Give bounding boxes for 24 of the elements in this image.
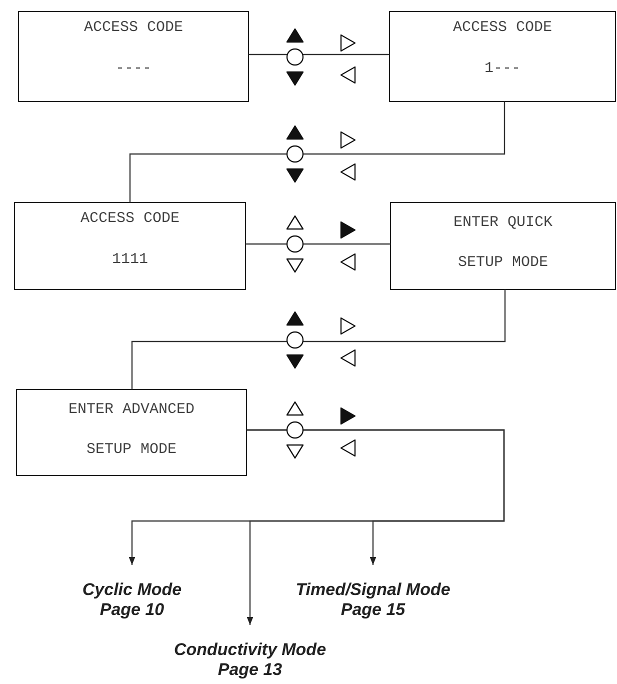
reference-text: Cyclic Mode: [81, 580, 183, 600]
reference-text: Timed/Signal Mode: [294, 580, 452, 600]
display-heading: ACCESS CODE: [452, 19, 554, 36]
reference-text: Page 13: [216, 660, 284, 680]
display-heading: ACCESS CODE: [82, 19, 184, 36]
display-text: ENTER ADVANCED SETUP MODE: [67, 400, 196, 460]
display-value: ----: [114, 60, 152, 77]
display-box: [16, 389, 247, 476]
reference-text: Page 15: [340, 600, 406, 620]
connector-line: [131, 290, 506, 389]
display-heading: ACCESS CODE: [79, 210, 181, 227]
arrow: [247, 429, 505, 565]
connector-line: [249, 54, 389, 56]
display-text: ENTER QUICK SETUP MODE: [452, 213, 554, 273]
display-box: [14, 202, 246, 290]
connector-line: [129, 102, 506, 202]
reference-text: Conductivity Mode: [172, 640, 328, 660]
reference-text: Page 10: [98, 600, 166, 620]
display-box: [18, 11, 249, 102]
connector-line: [246, 243, 390, 245]
display-box: [389, 11, 616, 102]
display-value: 1111: [110, 251, 149, 268]
display-box: [390, 202, 616, 290]
display-value: 1---: [483, 60, 522, 77]
